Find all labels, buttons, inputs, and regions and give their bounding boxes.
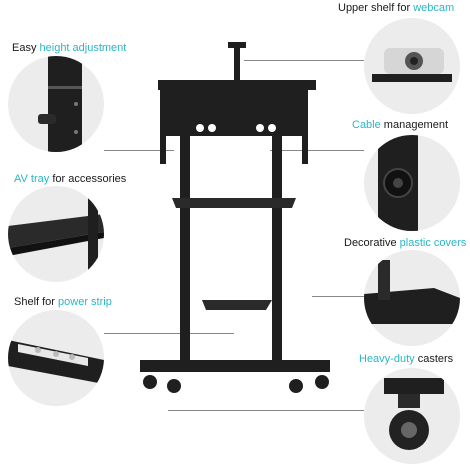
detail-cable-management-image [364,135,460,231]
leader-cable [270,150,364,151]
detail-height-adjustment-image [8,56,104,152]
caption-webcam-shelf: Upper shelf for webcam [338,2,455,14]
leader-power-strip [104,333,234,334]
tv-stand-illustration [120,30,350,410]
leader-covers [312,296,364,297]
detail-casters-image [364,368,460,464]
detail-webcam-shelf-image [364,18,460,114]
leader-webcam [244,60,364,61]
leader-casters [168,410,364,411]
caption-plastic-covers: Decorative plastic covers [344,237,467,249]
detail-plastic-covers-image [364,250,460,346]
caption-av-tray: AV tray for accessories [14,173,127,185]
detail-av-tray-image [8,186,104,282]
caption-height-adjustment: Easy height adjustment [12,42,127,54]
caption-casters: Heavy-duty casters [359,353,454,365]
detail-power-strip-image [8,310,104,406]
caption-power-strip: Shelf for power strip [14,296,112,308]
leader-av-tray [104,150,174,151]
caption-cable-management: Cable management [352,119,449,131]
